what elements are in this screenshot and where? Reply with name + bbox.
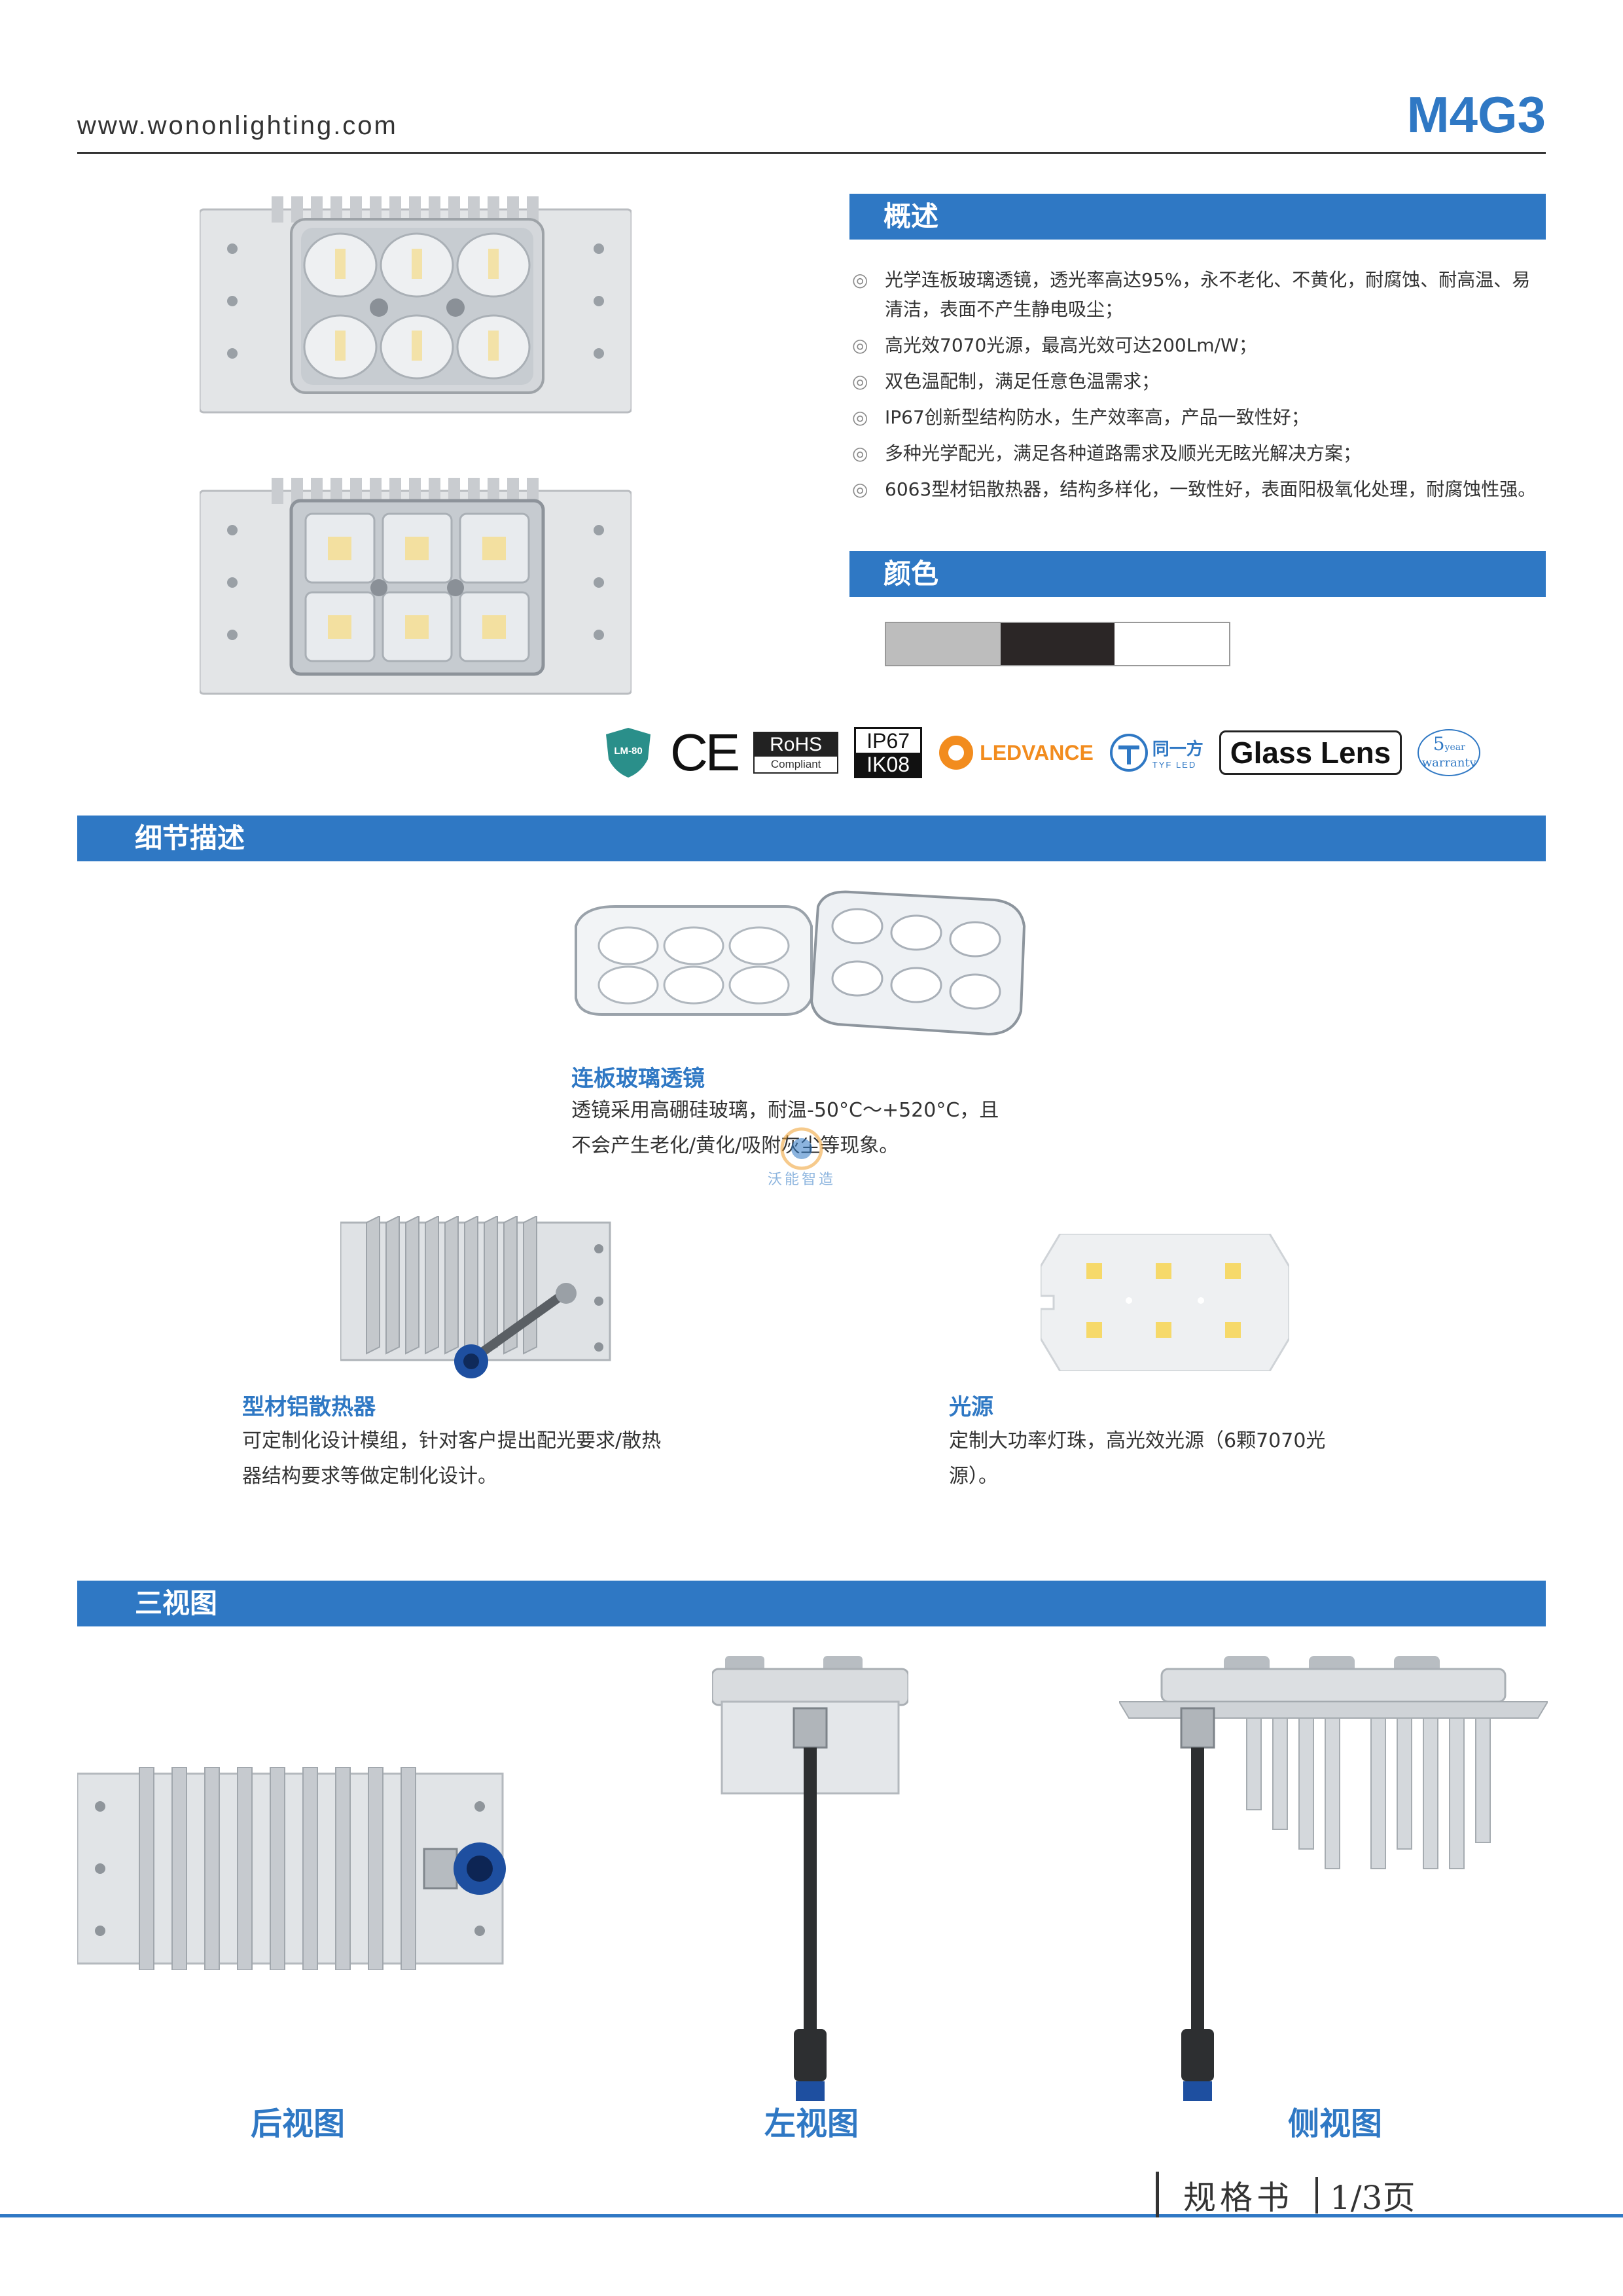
views-header: 三视图 bbox=[77, 1581, 1546, 1626]
color-swatch-black bbox=[1000, 623, 1115, 665]
glass-lens-badge: Glass Lens bbox=[1219, 730, 1402, 775]
website-url: www.wononlighting.com bbox=[77, 111, 398, 140]
list-item: ◎多种光学配光，满足各种道路需求及顺光无眩光解决方案； bbox=[849, 439, 1546, 468]
footer-separator bbox=[1315, 2177, 1318, 2214]
model-number: M4G3 bbox=[1406, 86, 1546, 143]
page-number: 1/3页 bbox=[1330, 2179, 1416, 2217]
color-header: 颜色 bbox=[849, 551, 1546, 597]
light-source-title: 光源 bbox=[949, 1394, 993, 1420]
list-item: ◎IP67创新型结构防水，生产效率高，产品一致性好； bbox=[849, 403, 1546, 432]
ledvance-logo: LEDVANCE bbox=[938, 734, 1094, 771]
heatsink-description: 可定制化设计模组，针对客户提出配光要求/散热 器结构要求等做定制化设计。 bbox=[242, 1429, 662, 1488]
ledvance-sun-icon bbox=[939, 736, 974, 770]
lens-description: 透镜采用高硼硅玻璃，耐温-50°C～+520°C，且 不会产生老化/黄化/吸附灰… bbox=[571, 1099, 999, 1157]
bullet-icon: ◎ bbox=[852, 334, 868, 356]
watermark-icon bbox=[780, 1127, 823, 1170]
overview-list: ◎光学连板玻璃透镜，透光率高达95%，永不老化、不黄化，耐腐蚀、耐高温、易清洁，… bbox=[849, 265, 1546, 511]
spec-sheet-label: 规格书 bbox=[1183, 2179, 1293, 2217]
rohs-badge: RoHS Compliant bbox=[753, 732, 839, 774]
side-view-image bbox=[1119, 1656, 1548, 2101]
header-divider bbox=[77, 152, 1546, 154]
footer-divider bbox=[0, 2214, 1623, 2217]
color-swatch-grey bbox=[886, 623, 1001, 665]
back-view-image bbox=[77, 1767, 506, 1970]
bullet-icon: ◎ bbox=[852, 478, 868, 500]
bullet-icon: ◎ bbox=[852, 370, 868, 392]
bullet-icon: ◎ bbox=[852, 269, 868, 291]
product-image-alt bbox=[200, 478, 632, 695]
details-header: 细节描述 bbox=[77, 816, 1546, 861]
certification-logos: LM-80 CE RoHS Compliant IP67 IK08 LEDVAN… bbox=[602, 723, 1481, 782]
tyf-logo: 同一方 TYF LED bbox=[1109, 733, 1204, 772]
back-view-label: 后视图 bbox=[250, 2106, 345, 2142]
light-source-image bbox=[1041, 1234, 1289, 1371]
bullet-icon: ◎ bbox=[852, 442, 868, 464]
lm80-shield-icon: LM-80 bbox=[606, 728, 651, 778]
bullet-icon: ◎ bbox=[852, 406, 868, 428]
tyf-globe-icon bbox=[1109, 734, 1148, 772]
list-item: ◎高光效7070光源，最高光效可达200Lm/W； bbox=[849, 331, 1546, 360]
heatsink-image bbox=[340, 1216, 611, 1378]
glass-lens-image bbox=[575, 890, 1026, 1036]
heatsink-title: 型材铝散热器 bbox=[242, 1394, 376, 1420]
side-view-label: 侧视图 bbox=[1287, 2106, 1382, 2142]
list-item: ◎双色温配制，满足任意色温需求； bbox=[849, 367, 1546, 396]
svg-text:LM-80: LM-80 bbox=[614, 745, 642, 757]
list-item: ◎光学连板玻璃透镜，透光率高达95%，永不老化、不黄化，耐腐蚀、耐高温、易清洁，… bbox=[849, 265, 1546, 324]
ce-mark: CE bbox=[670, 723, 740, 781]
color-swatch-white bbox=[1115, 623, 1230, 665]
footer-marker bbox=[1156, 2172, 1159, 2217]
ip-ik-badge: IP67 IK08 bbox=[854, 727, 923, 778]
left-view-image bbox=[712, 1656, 908, 2101]
product-image-front bbox=[200, 196, 632, 414]
light-source-description: 定制大功率灯珠，高光效光源（6颗7070光 源）。 bbox=[949, 1429, 1326, 1488]
lens-title: 连板玻璃透镜 bbox=[571, 1066, 705, 1092]
warranty-badge: 5year warranty bbox=[1418, 729, 1481, 776]
list-item: ◎6063型材铝散热器，结构多样化，一致性好，表面阳极氧化处理，耐腐蚀性强。 bbox=[849, 475, 1546, 504]
color-swatches bbox=[885, 622, 1230, 666]
watermark-logo: 沃能智造 bbox=[720, 1126, 883, 1189]
left-view-label: 左视图 bbox=[764, 2106, 859, 2142]
overview-header: 概述 bbox=[849, 194, 1546, 240]
